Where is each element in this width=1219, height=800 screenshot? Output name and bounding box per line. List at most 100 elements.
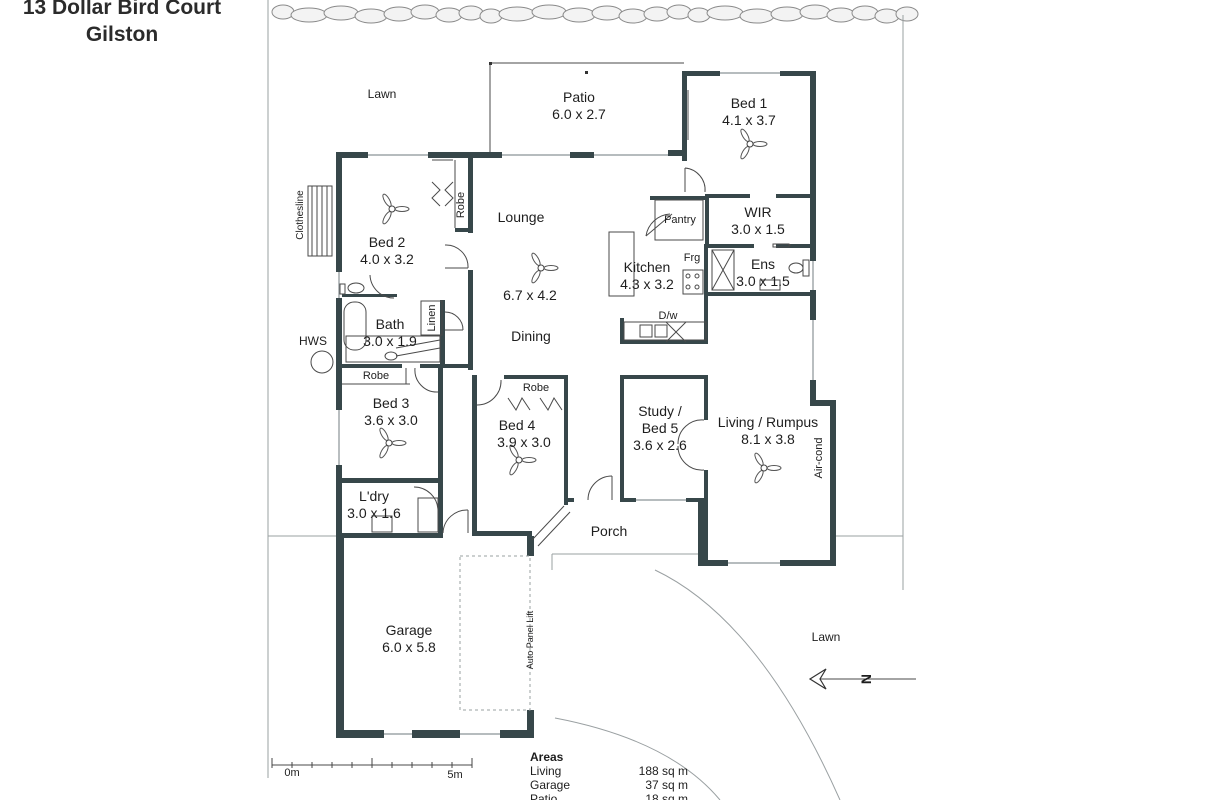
room-garage-dims: 6.0 x 5.8 xyxy=(382,639,436,655)
rock xyxy=(562,7,596,23)
rock xyxy=(799,4,831,20)
room-bed1-dims: 4.1 x 3.7 xyxy=(722,112,776,128)
robe-bed2-label: Robe xyxy=(455,192,467,218)
room-living-dims: 8.1 x 3.8 xyxy=(741,431,795,447)
windows xyxy=(338,72,814,735)
ceiling-fan-icon xyxy=(740,128,768,160)
rock xyxy=(826,7,856,23)
room-bed3-name: Bed 3 xyxy=(373,395,410,411)
room-labels: Patio 6.0 x 2.7 Bed 1 4.1 x 3.7 Bed 2 4.… xyxy=(347,89,818,655)
room-kitchen-dims: 4.3 x 3.2 xyxy=(620,276,674,292)
lawn-top-label: Lawn xyxy=(368,87,397,101)
dishwasher-label: D/w xyxy=(659,310,678,322)
doors xyxy=(342,159,706,547)
hws-label: HWS xyxy=(299,334,327,348)
room-study-name: Study / xyxy=(638,403,682,419)
address-line2: Gilston xyxy=(86,23,158,46)
rock xyxy=(706,5,744,21)
rock xyxy=(354,8,388,24)
area-patio-name: Patio xyxy=(530,792,558,800)
lawn-bottom-label: Lawn xyxy=(812,630,841,644)
clothesline-label: Clothesline xyxy=(295,190,306,240)
room-laundry-name: L'dry xyxy=(359,488,389,504)
area-garage-name: Garage xyxy=(530,778,570,792)
rock xyxy=(323,5,359,21)
north-label: N xyxy=(858,674,874,684)
rock-border xyxy=(271,4,919,24)
pantry-label: Pantry xyxy=(664,214,696,226)
scale-bar: 0m 5m xyxy=(271,758,473,781)
rock xyxy=(458,5,484,21)
property-boundary xyxy=(267,0,904,800)
room-bath-name: Bath xyxy=(376,316,405,332)
north-arrow: N xyxy=(808,668,916,690)
aircond-label: Air-cond xyxy=(813,438,825,479)
rock xyxy=(591,5,623,21)
room-bed2-dims: 4.0 x 3.2 xyxy=(360,251,414,267)
robe-bed3-label: Robe xyxy=(363,370,389,382)
address-line1: 13 Dollar Bird Court xyxy=(23,0,221,19)
ceiling-fan-icon xyxy=(379,427,407,459)
areas-table: Areas Living 188 sq m Garage 37 sq m Pat… xyxy=(530,750,688,800)
rock xyxy=(435,7,463,23)
room-patio-dims: 6.0 x 2.7 xyxy=(552,106,606,122)
room-bath-dims: 3.0 x 1.9 xyxy=(363,333,417,349)
ceiling-fans xyxy=(379,128,782,484)
scale-start-label: 0m xyxy=(284,767,299,779)
walls xyxy=(336,71,836,738)
areas-title: Areas xyxy=(530,750,564,764)
room-bed2-name: Bed 2 xyxy=(369,234,406,250)
rock xyxy=(531,4,567,20)
robe-bed4-label: Robe xyxy=(523,382,549,394)
rock xyxy=(770,6,804,22)
room-wir-dims: 3.0 x 1.5 xyxy=(731,221,785,237)
rock xyxy=(271,4,295,20)
rock xyxy=(498,6,536,22)
rock xyxy=(643,6,671,22)
rock xyxy=(739,8,775,24)
room-dining-name: Dining xyxy=(511,328,551,344)
rock xyxy=(479,8,503,24)
area-living-value: 188 sq m xyxy=(639,764,688,778)
room-lounge-dims: 6.7 x 4.2 xyxy=(503,287,557,303)
garage-door xyxy=(459,555,531,711)
ceiling-fan-icon xyxy=(531,252,559,284)
rock xyxy=(687,7,711,23)
rock xyxy=(874,8,900,24)
patio-outline xyxy=(489,62,689,154)
room-bed3-dims: 3.6 x 3.0 xyxy=(364,412,418,428)
garage-door-label: Auto Panel Lift xyxy=(525,610,535,669)
ceiling-fan-icon xyxy=(382,193,410,225)
fixtures xyxy=(307,185,810,533)
room-study-name2: Bed 5 xyxy=(642,420,679,436)
room-kitchen-name: Kitchen xyxy=(624,259,671,275)
room-porch-name: Porch xyxy=(591,523,628,539)
rock xyxy=(410,4,440,20)
ceiling-fan-icon xyxy=(754,452,782,484)
room-study-dims: 3.6 x 2.6 xyxy=(633,437,687,453)
rock xyxy=(383,6,415,22)
room-ens-name: Ens xyxy=(751,256,775,272)
room-wir-name: WIR xyxy=(744,204,771,220)
area-patio-value: 18 sq m xyxy=(645,792,688,800)
room-bed1-name: Bed 1 xyxy=(731,95,768,111)
rock xyxy=(666,4,692,20)
room-lounge-name: Lounge xyxy=(498,209,545,225)
room-bed4-dims: 3.9 x 3.0 xyxy=(497,434,551,450)
room-bed4-name: Bed 4 xyxy=(499,417,536,433)
ceiling-fan-icon xyxy=(509,444,537,476)
area-garage-value: 37 sq m xyxy=(645,778,688,792)
rock xyxy=(895,6,919,22)
room-patio-name: Patio xyxy=(563,89,595,105)
linen-label: Linen xyxy=(426,305,438,332)
room-living-name: Living / Rumpus xyxy=(718,414,818,430)
fridge-label: Frg xyxy=(684,252,701,264)
rock xyxy=(851,5,879,21)
rock xyxy=(618,8,648,24)
scale-end-label: 5m xyxy=(447,769,462,781)
room-laundry-dims: 3.0 x 1.6 xyxy=(347,505,401,521)
minor-labels: Lawn Lawn Clothesline HWS Robe Robe Robe… xyxy=(295,87,840,669)
rock xyxy=(290,7,328,23)
room-ens-dims: 3.0 x 1.5 xyxy=(736,273,790,289)
